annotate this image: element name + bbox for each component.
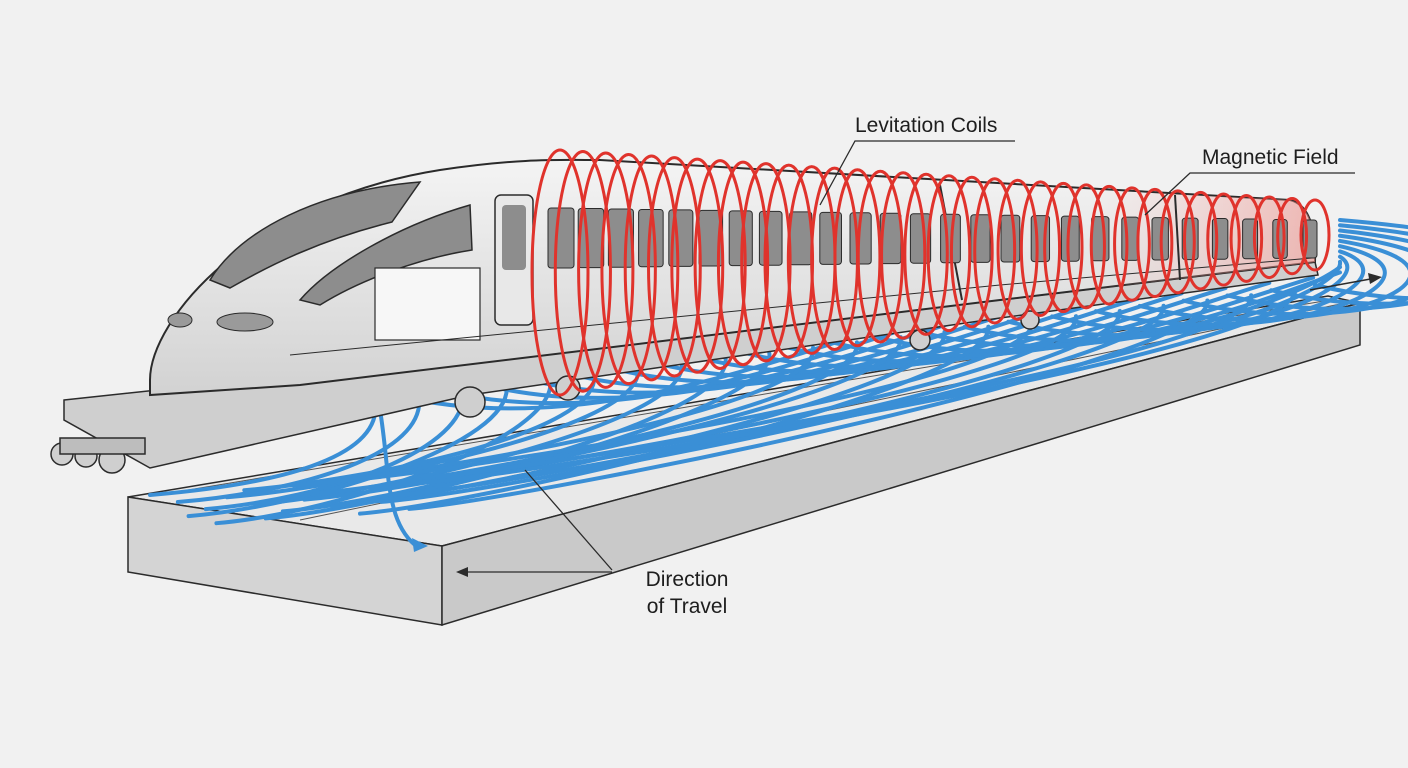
magnetic-field-line <box>175 392 422 505</box>
levitation-coil-ring <box>1043 181 1084 314</box>
levitation-coil-ring <box>1066 183 1106 310</box>
levitation-coil-ring <box>1159 189 1196 295</box>
magnetic-field-line <box>225 366 640 500</box>
levitation-coil-ring <box>1019 180 1062 317</box>
levitation-coil-ring <box>553 150 612 393</box>
leader-magnetic-field <box>1144 172 1355 216</box>
levitation-coil-ring <box>880 171 927 340</box>
levitation-coil-ring <box>530 148 590 397</box>
passenger-window <box>758 210 783 266</box>
levitation-coils <box>530 148 1331 397</box>
passenger-window <box>1000 214 1021 263</box>
magnetic-field-line <box>418 288 1298 485</box>
magnetic-field-line <box>378 408 417 547</box>
levitation-coil-ring <box>926 174 972 333</box>
cab-windshield <box>208 181 422 289</box>
levitation-coil-ring <box>693 159 747 370</box>
travel-direction-arrow <box>1309 273 1382 291</box>
levitation-coil-ring <box>833 168 882 348</box>
passenger-window <box>547 207 575 269</box>
levitation-coil-ring <box>1206 192 1241 287</box>
direction-label-line2: of Travel <box>646 595 728 618</box>
levitation-coil-ring <box>623 154 680 382</box>
levitation-coil-ring <box>1113 186 1151 302</box>
magnetic-field-line <box>1269 223 1408 306</box>
cab-side-window <box>298 204 473 306</box>
levitation-coil-ring <box>949 175 994 329</box>
levitation-coil-ring <box>647 156 702 378</box>
magnetic-field-line <box>1181 233 1408 317</box>
magnetic-field-line <box>435 293 1254 478</box>
guideway-side-face <box>441 302 1361 627</box>
magnetic-field-line <box>1313 218 1408 301</box>
direction-label-line1: Direction <box>645 568 729 591</box>
magnetic-field-line <box>340 319 1035 483</box>
leader-direction <box>524 469 613 571</box>
levitation-coil-ring <box>577 151 635 389</box>
levitation-coil-ring <box>1252 195 1286 280</box>
magnetic-field-line <box>407 298 1210 511</box>
levitation-coil-ring <box>1136 187 1174 299</box>
leader-lines <box>456 140 1355 577</box>
magnetic-field-label: Magnetic Field <box>1202 146 1339 169</box>
headlight <box>167 312 193 328</box>
levitation-coil-ring <box>1299 198 1331 272</box>
field-arrowhead <box>412 538 428 552</box>
levitation-coil-ring <box>600 153 657 386</box>
magnetic-field-line <box>1225 228 1408 311</box>
levitation-coils-label: Levitation Coils <box>855 114 998 137</box>
direction-of-travel-label: Direction of Travel <box>637 566 737 620</box>
levitation-coil-ring <box>1182 190 1219 291</box>
magnetic-field-line <box>1093 244 1387 327</box>
passenger-window <box>1091 216 1110 262</box>
door-window <box>502 205 526 270</box>
magnetic-field-line <box>1137 238 1408 322</box>
levitation-coil-ring <box>1276 196 1309 276</box>
magnetic-field-line <box>148 398 378 497</box>
levitation-coil-ring <box>670 157 725 374</box>
direction-arrowhead <box>456 567 468 577</box>
levitation-coil-ring <box>996 178 1039 321</box>
levitation-coil-ring <box>973 177 1017 325</box>
cutaway-interior <box>374 267 481 341</box>
front-bogie <box>50 437 146 474</box>
levitation-coil-ring <box>903 172 949 336</box>
leader-levitation-coils <box>819 140 1015 206</box>
headlight <box>216 312 274 332</box>
passenger-window <box>789 211 813 266</box>
levitation-coil-ring <box>740 162 792 363</box>
magnetic-field-line <box>1050 249 1366 332</box>
levitation-coil-ring <box>856 169 904 344</box>
levitation-coil-ring <box>1089 184 1129 306</box>
levitation-coil-ring <box>716 160 770 367</box>
levitation-coil-ring <box>1229 193 1264 283</box>
